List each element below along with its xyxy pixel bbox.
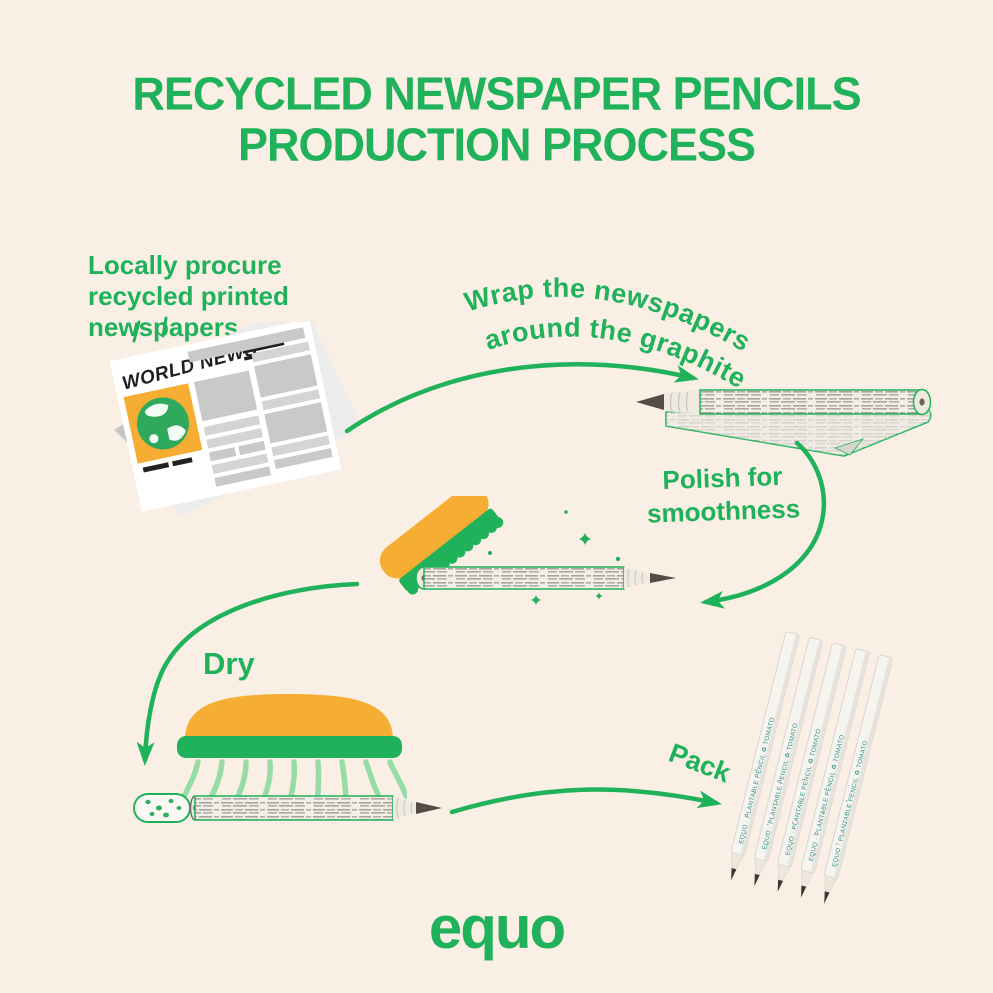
pack-arrow xyxy=(449,787,722,815)
newspaper-text-blocks xyxy=(187,327,333,487)
pencil-body xyxy=(699,389,923,415)
wrapped-pencil-illustration xyxy=(636,388,932,457)
newspaper-front-page: WORLD NEWS xyxy=(109,322,342,512)
pencil-body xyxy=(194,795,394,821)
wood-cone xyxy=(664,390,700,414)
step-procure-label: Locally procure recycled printed newspap… xyxy=(88,250,289,343)
polish-illustration xyxy=(379,496,676,605)
page-title: RECYCLED NEWSPAPER PENCILS PRODUCTION PR… xyxy=(0,68,993,170)
graphite-tip xyxy=(636,394,664,410)
polished-pencil-illustration xyxy=(415,566,676,590)
step-wrap-line-1: Wrap the newspapers xyxy=(461,273,755,357)
equo-logo: equo xyxy=(428,894,566,961)
step-procure-line-2: recycled printed xyxy=(88,281,289,311)
seeds xyxy=(145,798,182,818)
page-title-line-1: RECYCLED NEWSPAPER PENCILS xyxy=(132,67,861,121)
svg-text:Wrap the newspapers: Wrap the newspapers xyxy=(461,273,756,357)
globe-icon xyxy=(136,397,189,450)
newspaper-illustration: WORLD NEWS xyxy=(109,322,357,514)
dryer-bar xyxy=(177,736,402,758)
drying-pencil-illustration xyxy=(133,793,442,823)
step-dry-label: Dry xyxy=(203,646,255,681)
sparkles xyxy=(488,510,621,605)
step-procure-line-1: Locally procure xyxy=(88,250,282,280)
packaged-pencils-illustration: EQUO · PLANTABLE PENCIL ♻ TOMATO EQUO · … xyxy=(730,632,893,904)
graphite-tip xyxy=(416,802,442,814)
page-title-line-2: PRODUCTION PROCESS xyxy=(237,117,756,171)
dryer-dome xyxy=(185,694,393,740)
